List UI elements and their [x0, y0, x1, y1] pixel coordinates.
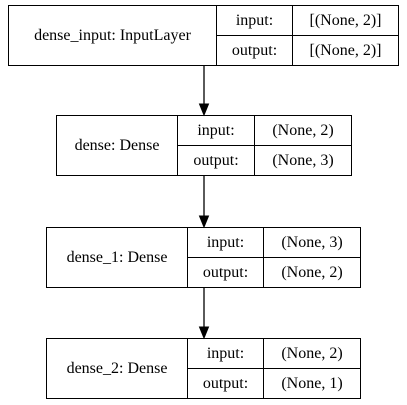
input-label: input: — [235, 11, 274, 29]
output-label: output: — [202, 263, 249, 281]
input-shape: (None, 2) — [281, 344, 343, 362]
input-shape: [(None, 2)] — [309, 11, 382, 29]
edge-dense-1-to-dense-2 — [198, 288, 210, 340]
output-label: output: — [231, 41, 278, 59]
output-label: output: — [202, 374, 249, 392]
input-shape: (None, 3) — [281, 233, 343, 251]
output-shape: (None, 3) — [272, 151, 334, 169]
input-label: input: — [197, 121, 235, 139]
layer-name: dense_input: InputLayer — [34, 26, 191, 44]
output-shape: [(None, 2)] — [309, 41, 382, 59]
layer-name: dense: Dense — [74, 136, 160, 154]
layer-name: dense_1: Dense — [66, 248, 168, 266]
input-shape: (None, 2) — [272, 121, 334, 139]
output-shape: (None, 2) — [281, 263, 343, 281]
edge-dense-input-to-dense — [198, 66, 210, 117]
input-label: input: — [206, 344, 245, 362]
layer-node-dense-1: dense_1: Dense input: (None, 3) output: … — [46, 227, 361, 288]
layer-name: dense_2: Dense — [66, 359, 168, 377]
edge-dense-to-dense-1 — [198, 176, 210, 229]
input-label: input: — [206, 233, 245, 251]
output-label: output: — [193, 151, 239, 169]
layer-node-dense: dense: Dense input: (None, 2) output: (N… — [56, 115, 352, 176]
layer-node-dense-input: dense_input: InputLayer input: [(None, 2… — [8, 5, 399, 66]
output-shape: (None, 1) — [281, 374, 343, 392]
layer-node-dense-2: dense_2: Dense input: (None, 2) output: … — [46, 338, 361, 399]
